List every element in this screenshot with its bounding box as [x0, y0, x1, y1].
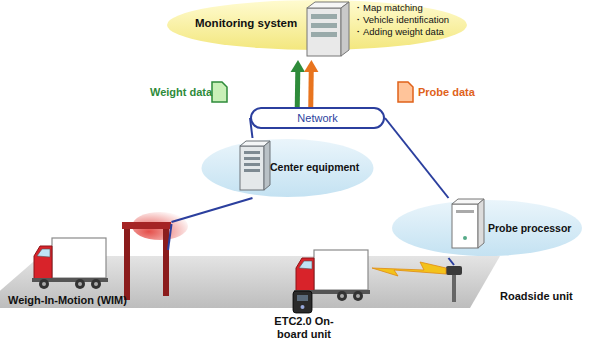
roadside-unit-pole [446, 266, 462, 275]
connector-line [172, 198, 253, 222]
wim-gantry [124, 226, 130, 300]
connector-line [385, 118, 449, 198]
weight-data-icon [212, 82, 227, 102]
server-icon [341, 2, 349, 56]
server-icon [452, 204, 478, 248]
network-line [385, 118, 449, 198]
probe-data-icon [398, 82, 413, 102]
wim-gantry [163, 226, 169, 296]
ellipse-shape [392, 200, 582, 256]
server-icon [311, 23, 337, 28]
weight-data-icon [212, 82, 227, 102]
network-line [449, 258, 455, 265]
server-icon [240, 141, 270, 190]
network-line [172, 198, 253, 222]
connector-line [295, 72, 301, 107]
bullet-item: ・Adding weight data [353, 27, 444, 38]
connector-line [308, 72, 313, 107]
server-icon [452, 199, 484, 248]
probe-data-icon [398, 82, 413, 102]
server-icon [240, 146, 264, 190]
on-board-unit [293, 291, 312, 313]
data-arrow [304, 60, 318, 107]
node-label: Weigh-In-Motion (WIM) [8, 294, 127, 307]
bullet-item: ・Vehicle identification [353, 15, 449, 26]
server-icon [311, 14, 337, 19]
roadside-unit-pole [372, 262, 462, 302]
server-icon [311, 32, 337, 37]
probe-processor-ellipse: Probe processor [390, 198, 585, 258]
node-label: Center equipment [270, 161, 359, 173]
network-pill: Network [250, 107, 385, 129]
center-equipment-ellipse: Center equipment [200, 138, 375, 198]
roadside-unit: Roadside unit [400, 265, 580, 310]
wim-gantry [168, 224, 172, 250]
data-label: Weight data [150, 86, 212, 99]
wim-gantry [122, 212, 188, 300]
node-label: Roadside unit [500, 290, 573, 303]
wim-station: Weigh-In-Motion (WIM) [5, 222, 190, 312]
data-label: Probe data [418, 86, 475, 99]
node-label: Probe processor [488, 222, 571, 234]
server-icon [307, 8, 341, 56]
server-icon [307, 2, 349, 56]
ellipse-shape [202, 139, 374, 197]
server-icon [244, 151, 260, 154]
arrow-head [291, 60, 305, 72]
server-icon [478, 199, 484, 248]
wim-gantry [122, 222, 171, 229]
device-label: ETC2.0 On-board unit [262, 315, 346, 340]
node-label: Network [252, 112, 383, 125]
node-heading: Monitoring system [195, 17, 297, 30]
server-icon [456, 210, 474, 213]
connector-line [449, 258, 455, 265]
server-icon [244, 157, 260, 160]
on-board-unit [293, 291, 312, 313]
monitoring-ellipse: Monitoring system ・Map matching・Vehicle i… [165, 0, 470, 60]
server-icon [244, 163, 260, 166]
server-icon [244, 169, 260, 172]
server-icon [264, 141, 270, 190]
arrow-head [304, 60, 318, 72]
illustration [32, 238, 108, 289]
on-board-unit [297, 295, 308, 301]
server-icon [463, 236, 467, 240]
radio-bolt [372, 262, 446, 276]
on-board-unit [301, 305, 305, 309]
bullet-item: ・Map matching [353, 3, 423, 14]
data-arrow [291, 60, 305, 107]
roadside-unit-pole [452, 272, 456, 302]
